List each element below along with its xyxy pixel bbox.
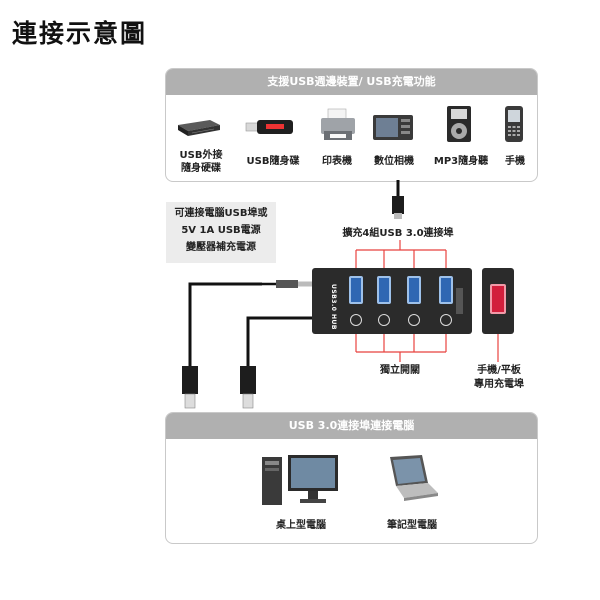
- mobile-phone-icon: [505, 106, 523, 142]
- device-label-hdd: USB外接 隨身硬碟: [170, 149, 232, 175]
- computer-panel: USB 3.0連接埠連接電腦 桌上型電腦 筆記型電腦: [165, 412, 538, 544]
- usb-port-3[interactable]: [407, 276, 421, 304]
- hub-logo-icon: [456, 288, 463, 314]
- charging-port-module: [482, 268, 514, 334]
- supported-devices-panel: 支援USB週邊裝置/ USB充電功能: [165, 68, 538, 182]
- usb-plug-b: [240, 366, 256, 394]
- power-switch-1[interactable]: [350, 314, 362, 326]
- power-note-line-3: 變壓器補充電源: [186, 242, 256, 253]
- device-label-mp3: MP3隨身聽: [433, 156, 489, 167]
- hub-label: USB3.0 HUB: [330, 284, 337, 330]
- page-title: 連接示意圖: [12, 19, 148, 48]
- device-label-hdd-line-1: USB外接: [179, 150, 223, 161]
- usb-port-1[interactable]: [349, 276, 363, 304]
- power-switch-3[interactable]: [408, 314, 420, 326]
- charge-label: 手機/平板 專用充電埠: [464, 364, 534, 392]
- power-note-line-2: 5V 1A USB電源: [181, 225, 261, 236]
- power-note: 可連接電腦USB埠或 5V 1A USB電源 變壓器補充電源: [166, 202, 276, 263]
- desktop-computer-icon: [262, 455, 338, 505]
- power-cable-b: [246, 316, 312, 366]
- external-hdd-icon: [178, 120, 220, 136]
- switch-label: 獨立開關: [380, 365, 420, 376]
- hub-top-connector: [392, 196, 404, 214]
- mp3-player-icon: [447, 106, 471, 142]
- power-note-line-1: 可連接電腦USB埠或: [174, 208, 268, 219]
- usb-port-4[interactable]: [439, 276, 453, 304]
- computer-label-laptop: 筆記型電腦: [387, 520, 437, 531]
- device-label-hdd-line-2: 隨身硬碟: [181, 163, 221, 174]
- power-cable-a: [188, 282, 262, 366]
- ports-label: 擴充4組USB 3.0連接埠: [342, 228, 454, 239]
- printer-icon: [321, 108, 355, 140]
- usb-plug-a: [182, 366, 198, 394]
- computer-panel-header: USB 3.0連接埠連接電腦: [166, 413, 537, 439]
- charge-label-line-1: 手機/平板: [477, 365, 521, 376]
- laptop-icon: [390, 455, 438, 501]
- usb-hub: USB3.0 HUB: [312, 268, 472, 334]
- supported-devices-header: 支援USB週邊裝置/ USB充電功能: [166, 69, 537, 95]
- device-label-phone: 手機: [505, 156, 525, 167]
- usb-port-2[interactable]: [377, 276, 391, 304]
- device-label-flash: USB隨身碟: [246, 156, 300, 167]
- power-switch-4[interactable]: [440, 314, 452, 326]
- device-label-printer: 印表機: [322, 156, 352, 167]
- charging-port[interactable]: [490, 284, 506, 314]
- device-label-camera: 數位相機: [374, 156, 414, 167]
- power-switch-2[interactable]: [378, 314, 390, 326]
- usb-flash-drive-icon: [245, 120, 293, 134]
- charge-label-line-2: 專用充電埠: [474, 379, 524, 390]
- computer-label-desktop: 桌上型電腦: [276, 520, 326, 531]
- dc-plug: [276, 280, 298, 288]
- camera-icon: [373, 115, 413, 140]
